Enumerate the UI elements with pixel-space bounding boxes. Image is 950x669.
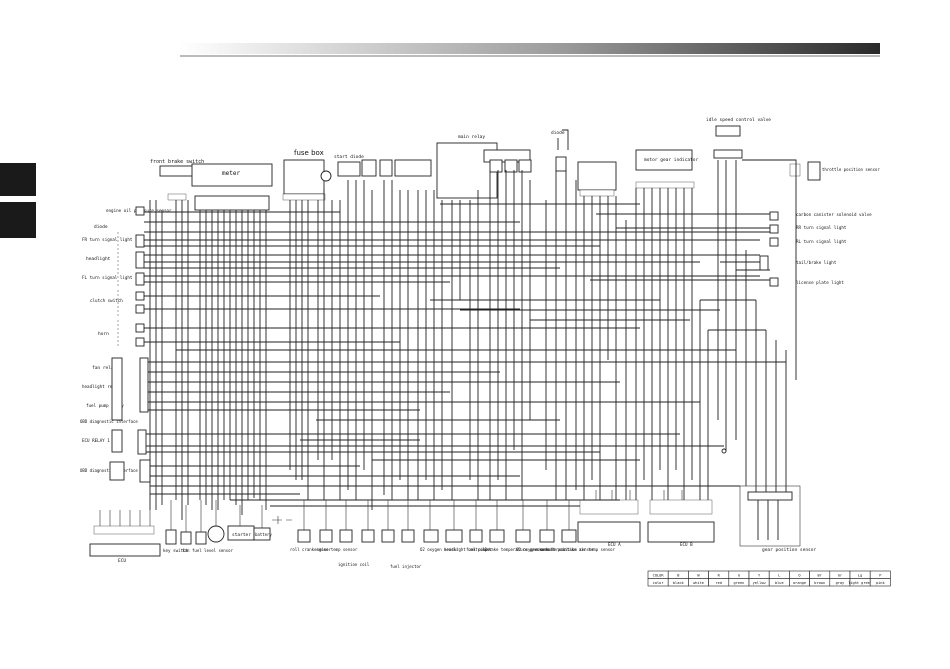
legend-cell-text: blue <box>775 581 784 585</box>
fuel-injector-label: fuel injector <box>390 564 422 569</box>
obd-interface-label: OBD diagnostic interface <box>80 419 138 424</box>
legend-cell-text: O <box>798 574 800 578</box>
diode-top-label: diode <box>551 130 565 136</box>
video-and-switch <box>555 156 567 172</box>
main-relay-label: main relay <box>458 134 485 140</box>
legend-cell-text: light green <box>848 581 872 585</box>
rl-turn-signal-label: RL turn signal light <box>796 239 847 244</box>
intake-air-temp-sensor-label: intake air temp sensor <box>562 547 616 552</box>
legend-cell-text: R <box>718 574 721 578</box>
legend-cell-text: pink <box>876 581 885 585</box>
gear-position-sensor: gear position sensor <box>739 485 816 553</box>
start-diode: start diode <box>320 154 364 182</box>
legend-cell-text: black <box>673 581 685 585</box>
o2-sensor-label: O2 oxygen sensor <box>420 547 459 552</box>
ecu-right-b-label: ECU B <box>680 542 693 547</box>
idle-speed-control-valve-label: idle speed control valve <box>706 117 771 123</box>
relays-cluster <box>361 142 498 199</box>
horn-label: horn <box>98 331 109 337</box>
o2-sensor-2-label: O2 oxygen sensor <box>516 547 555 552</box>
camshaft-sensor-label: camshaft position sensor <box>536 547 594 552</box>
legend-cell-text: yellow <box>753 581 767 585</box>
meter-label: meter <box>222 170 240 177</box>
legend-cell-text: B <box>677 574 679 578</box>
fuel-level-sensor-label: fuel level sensor <box>192 548 234 553</box>
battery-label: battery <box>255 532 272 537</box>
front-brake-switch-label: front brake switch <box>150 159 204 165</box>
ecu-relay-label: ECU RELAY 1 <box>82 438 110 443</box>
right-connectors <box>721 211 779 454</box>
diode-left-label: diode <box>94 224 108 230</box>
fan-relay-label: fan relay <box>92 365 117 371</box>
legend-cell-text: white <box>693 581 704 585</box>
carbon-canister-label: carbon canister solenoid valve <box>796 212 872 217</box>
legend-cell-text: green <box>733 581 744 585</box>
headlight-relay-label: headlight relay <box>82 384 120 389</box>
throttle-position-sensor-label: throttle position sensor <box>822 167 880 172</box>
legend-cell-text: Gr <box>838 574 843 578</box>
obd-interface-2-label: OBD diagnostic interface <box>80 468 138 473</box>
motor-gear-indicator-label: motor gear indicator <box>644 157 698 163</box>
legend-cell-text: Y <box>758 574 761 578</box>
section-tab-upper <box>0 163 36 196</box>
ignition-coil-label: ignition coil <box>338 562 370 567</box>
ecu-left-label: ECU <box>118 558 126 564</box>
gear-position-sensor-label: gear position sensor <box>762 547 816 553</box>
header-gradient-bar <box>180 43 880 54</box>
bottom-components: ECU key switch fan fuel level sensor sta… <box>89 499 715 569</box>
key-switch-label: key switch <box>163 548 189 553</box>
throttle-position-sensor: throttle position sensor <box>789 161 880 181</box>
diode-top: diode <box>551 129 569 150</box>
legend-cell-text: COLOR <box>653 574 665 578</box>
left-connectors <box>109 206 151 483</box>
cluster-connector <box>577 161 617 197</box>
legend-cell-text: brown <box>814 581 825 585</box>
ecu-right-a-label: ECU A <box>608 542 621 547</box>
section-tab-lower <box>0 202 36 238</box>
wiring-harness <box>99 159 797 532</box>
legend-cell <box>869 578 891 587</box>
legend-cell-text: Br <box>818 574 823 578</box>
headlight-label: headlight <box>86 256 111 262</box>
rr-turn-signal-label: RR turn signal light <box>796 225 847 230</box>
fan-label: fan <box>182 548 190 553</box>
tail-brake-light-label: tail/brake light <box>796 260 837 265</box>
right-labels: carbon canister solenoid valve RR turn s… <box>796 212 872 285</box>
legend-cell-text: red <box>715 581 722 585</box>
license-plate-light-label: license plate light <box>796 280 844 285</box>
intake-pressure-sensor-label: intake temperature pressure sensor <box>484 547 566 552</box>
legend-cell-text: color <box>653 581 665 585</box>
main-relay: main relay <box>458 134 532 173</box>
clutch-switch-label: clutch switch <box>90 298 123 303</box>
fl-turn-signal-label: FL turn signal light <box>82 275 133 280</box>
legend-cell-text: G <box>738 574 740 578</box>
crank-sensor-label: roll crank sensor <box>290 547 332 552</box>
meter-connector: meter <box>191 163 273 211</box>
legend-cell-text: orange <box>793 581 806 585</box>
fuel-pump-label: fuel pump <box>466 547 488 552</box>
legend-cell-text: P <box>879 574 881 578</box>
fr-turn-signal-label: FR turn signal light <box>82 237 133 242</box>
idle-speed-control-valve: idle speed control valve <box>706 117 771 159</box>
fuse-box: fuse box <box>282 149 326 201</box>
start-diode-label: start diode <box>334 154 364 160</box>
headlight-controller-label: headlight controller <box>444 547 493 552</box>
fuel-pump-relay-label: fuel pump relay <box>86 403 124 408</box>
fuse-box-label: fuse box <box>294 149 324 157</box>
legend-cell-text: Lg <box>858 574 862 578</box>
legend-cell-text: gray <box>836 581 845 585</box>
legend-cell-text: W <box>697 574 700 578</box>
left-labels: engine oil pressure sensor diode FR turn… <box>80 208 172 473</box>
engine-temp-sensor-label: engine temp sensor <box>314 547 358 552</box>
legend-cell-text: L <box>778 574 780 578</box>
motor-gear-indicator: motor gear indicator <box>635 149 698 189</box>
starter-label: starter <box>232 532 251 538</box>
